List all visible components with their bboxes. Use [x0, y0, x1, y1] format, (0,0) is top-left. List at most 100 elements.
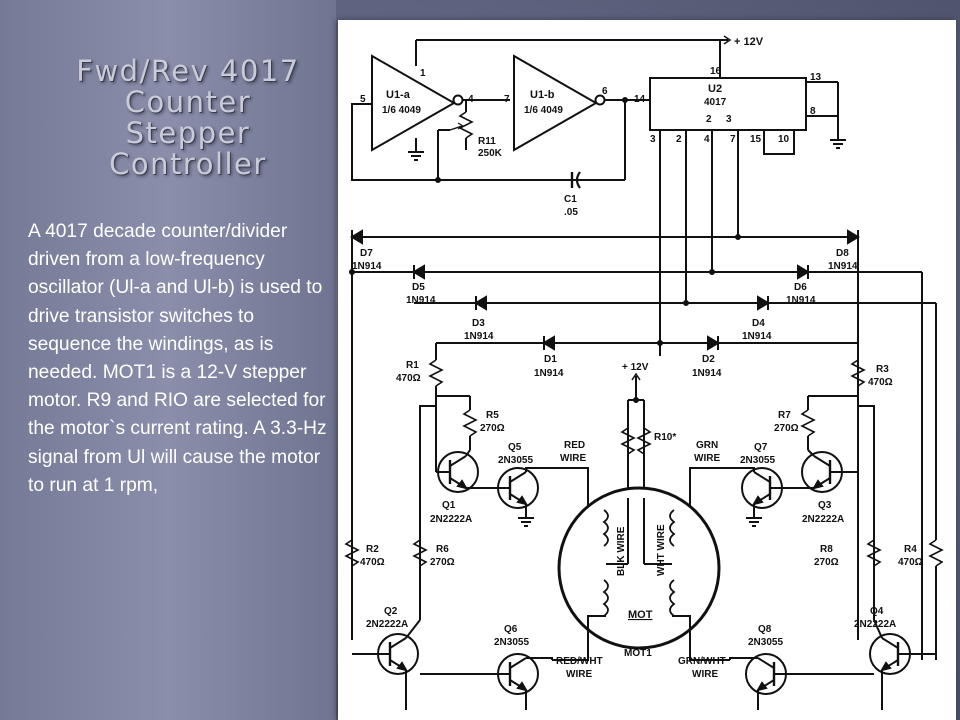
u1b-part: 1/6 4049: [524, 105, 563, 116]
d5-label: D5: [412, 282, 425, 293]
transistor-q4: [869, 633, 936, 675]
q8-label: Q8: [758, 624, 772, 635]
red-wire-label-1: RED: [564, 440, 585, 451]
d4-label: D4: [752, 318, 765, 329]
resistor-r8: [866, 539, 882, 567]
d7-part: 1N914: [352, 261, 382, 272]
supply-top-label: + 12V: [734, 36, 764, 48]
diode-d8: [847, 229, 860, 245]
d3-part: 1N914: [464, 331, 494, 342]
q7-label: Q7: [754, 442, 768, 453]
q3-label: Q3: [818, 500, 832, 511]
resistor-r10: [636, 427, 652, 455]
r6-value: 270Ω: [430, 557, 455, 568]
d2-label: D2: [702, 354, 715, 365]
r2-value: 470Ω: [360, 557, 385, 568]
q5-part: 2N3055: [498, 455, 533, 466]
motor-label: MOT: [628, 609, 653, 621]
title-line-4: Controller: [109, 147, 267, 181]
q8-part: 2N3055: [748, 637, 783, 648]
d8-label: D8: [836, 248, 849, 259]
r1-label: R1: [406, 360, 419, 371]
pin-u1a-in: 5: [360, 94, 366, 105]
r5-label: R5: [486, 410, 499, 421]
resistor-r6: [412, 539, 428, 567]
resistor-r1: [428, 359, 444, 387]
diode-d1: [542, 335, 555, 351]
r5-value: 270Ω: [480, 423, 505, 434]
r8-label: R8: [820, 544, 833, 555]
resistor-r9: [620, 427, 636, 455]
transistor-q3: [801, 451, 844, 493]
schematic-svg: + 12V U1-a 1/6 4049 1 5 4 R11 250K U1-b …: [344, 35, 944, 710]
resistor-r3: [850, 359, 866, 387]
u2-part: 4017: [704, 97, 727, 108]
wht-wire-label: WHT WIRE: [656, 524, 667, 576]
diode-d7: [350, 229, 363, 245]
resistor-r4: [928, 539, 944, 567]
q5-label: Q5: [508, 442, 522, 453]
r2-label: R2: [366, 544, 379, 555]
diode-d5: [412, 264, 425, 280]
r1-value: 470Ω: [396, 373, 421, 384]
transistor-q1: [436, 451, 479, 493]
diode-d2: [707, 335, 720, 351]
resistor-r7: [800, 409, 816, 437]
supply-mid-label: + 12V: [622, 362, 649, 373]
resistor-r5: [462, 409, 478, 437]
ic-u2-4017: [649, 77, 807, 131]
d6-part: 1N914: [786, 295, 816, 306]
transistor-q7: [741, 467, 814, 509]
pin-u1a-vcc: 1: [420, 68, 426, 79]
q3-part: 2N2222A: [802, 514, 844, 525]
grn-wire-label-1: GRN: [696, 440, 718, 451]
diode-d3: [474, 295, 487, 311]
r11-label: R11: [478, 136, 496, 147]
d8-part: 1N914: [828, 261, 858, 272]
resistor-r11: [458, 111, 474, 139]
r11-value: 250K: [478, 148, 503, 159]
left-panel-background: [0, 0, 336, 720]
d6-label: D6: [794, 282, 807, 293]
pin-u2-clk: 14: [634, 94, 646, 105]
inverter-u1b: [513, 54, 606, 152]
transistor-q2: [352, 633, 419, 675]
resistor-r2: [344, 539, 360, 567]
blk-wire-label: BLK WIRE: [616, 526, 627, 576]
c1-value: .05: [564, 207, 578, 218]
d4-part: 1N914: [742, 331, 772, 342]
grn-wire-label-2: WIRE: [694, 453, 720, 464]
pin-u2-vcc: 16: [710, 66, 722, 77]
redwht-wire-label-2: WIRE: [566, 669, 592, 680]
pin-u2-o7: 7: [730, 134, 736, 145]
grnwht-wire-label-2: WIRE: [692, 669, 718, 680]
d2-part: 1N914: [692, 368, 722, 379]
pin-u1b-in: 7: [504, 94, 510, 105]
title-line-3: Stepper: [125, 116, 251, 150]
r3-label: R3: [876, 364, 889, 375]
q4-label: Q4: [870, 606, 884, 617]
r4-value: 470Ω: [898, 557, 923, 568]
pin-u2-q3: 3: [726, 114, 732, 125]
u1a-label: U1-a: [386, 89, 411, 101]
diode-d4: [757, 295, 770, 311]
d3-label: D3: [472, 318, 485, 329]
q1-label: Q1: [442, 500, 456, 511]
inverter-u1a: [371, 54, 464, 152]
d1-part: 1N914: [534, 368, 564, 379]
d7-label: D7: [360, 248, 373, 259]
pin-u2-13: 13: [810, 72, 822, 83]
r3-value: 470Ω: [868, 377, 893, 388]
d1-label: D1: [544, 354, 557, 365]
d5-part: 1N914: [406, 295, 436, 306]
q6-label: Q6: [504, 624, 518, 635]
pin-u2-o2: 2: [676, 134, 682, 145]
q2-label: Q2: [384, 606, 398, 617]
schematic-diagram: + 12V U1-a 1/6 4049 1 5 4 R11 250K U1-b …: [338, 20, 956, 720]
r10-label: R10*: [654, 432, 676, 443]
transistor-q6: [420, 653, 539, 695]
c1-label: C1: [564, 194, 577, 205]
u1b-label: U1-b: [530, 89, 555, 101]
redwht-wire-label-1: RED/WHT: [556, 656, 603, 667]
slide-title: Fwd/Rev 4017 Counter Stepper Controller: [40, 56, 336, 180]
